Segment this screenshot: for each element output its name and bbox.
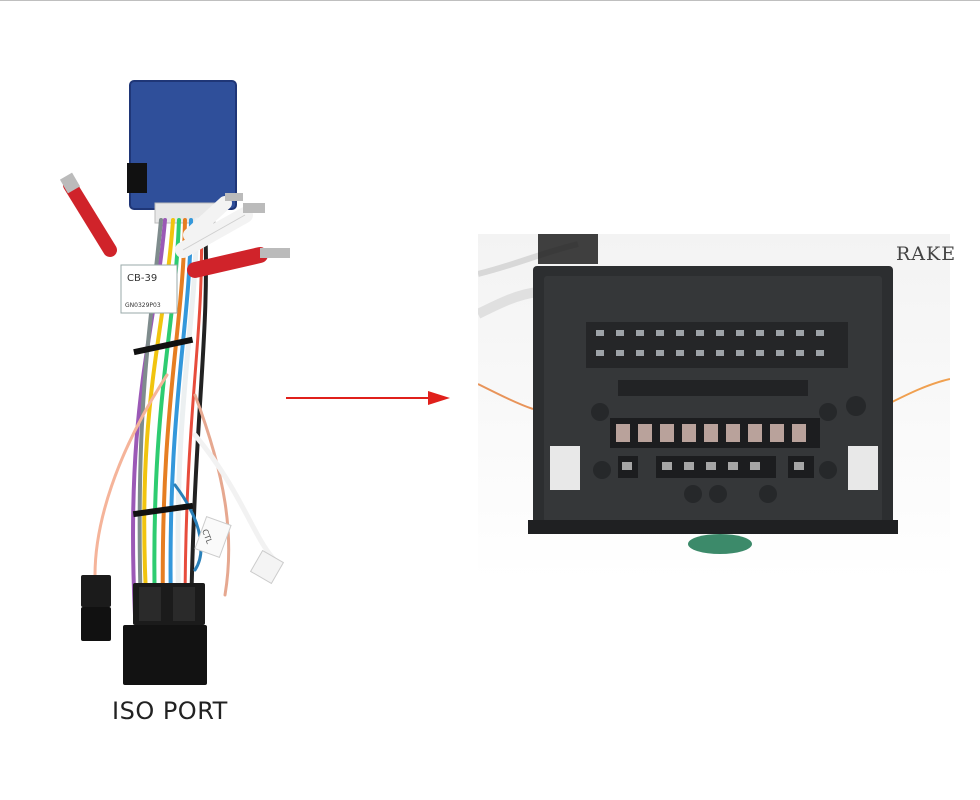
top-divider (0, 0, 980, 1)
pin-row-large (610, 418, 820, 448)
rca-red-left (59, 172, 117, 257)
arrow-right-icon (286, 391, 450, 405)
module-connector (127, 163, 147, 193)
rca-red-right (187, 247, 290, 278)
module-label-tag: CB-39 GN0329P03 (120, 264, 178, 314)
pin-row-lower (618, 456, 814, 478)
green-tab (688, 534, 752, 554)
connector-closeup-photo (475, 234, 951, 580)
iso-port-caption: ISO PORT (112, 697, 228, 725)
rca-white-right (175, 203, 265, 258)
rca-white-right-2 (183, 193, 243, 242)
canbus-module (130, 81, 236, 209)
brake-wire-label: RAKE (896, 243, 957, 265)
label-line-2: GN0329P03 (125, 302, 161, 309)
iso-connector-small (81, 575, 111, 641)
ctl-tag: CTL (194, 515, 232, 559)
wire-terminal-tag (249, 549, 285, 585)
connector-housing (528, 266, 898, 534)
label-line-1: CB-39 (127, 273, 157, 284)
wiring-harness-image: CB-39 GN0329P03 CTL (59, 80, 290, 685)
iso-connector-main (123, 583, 207, 685)
